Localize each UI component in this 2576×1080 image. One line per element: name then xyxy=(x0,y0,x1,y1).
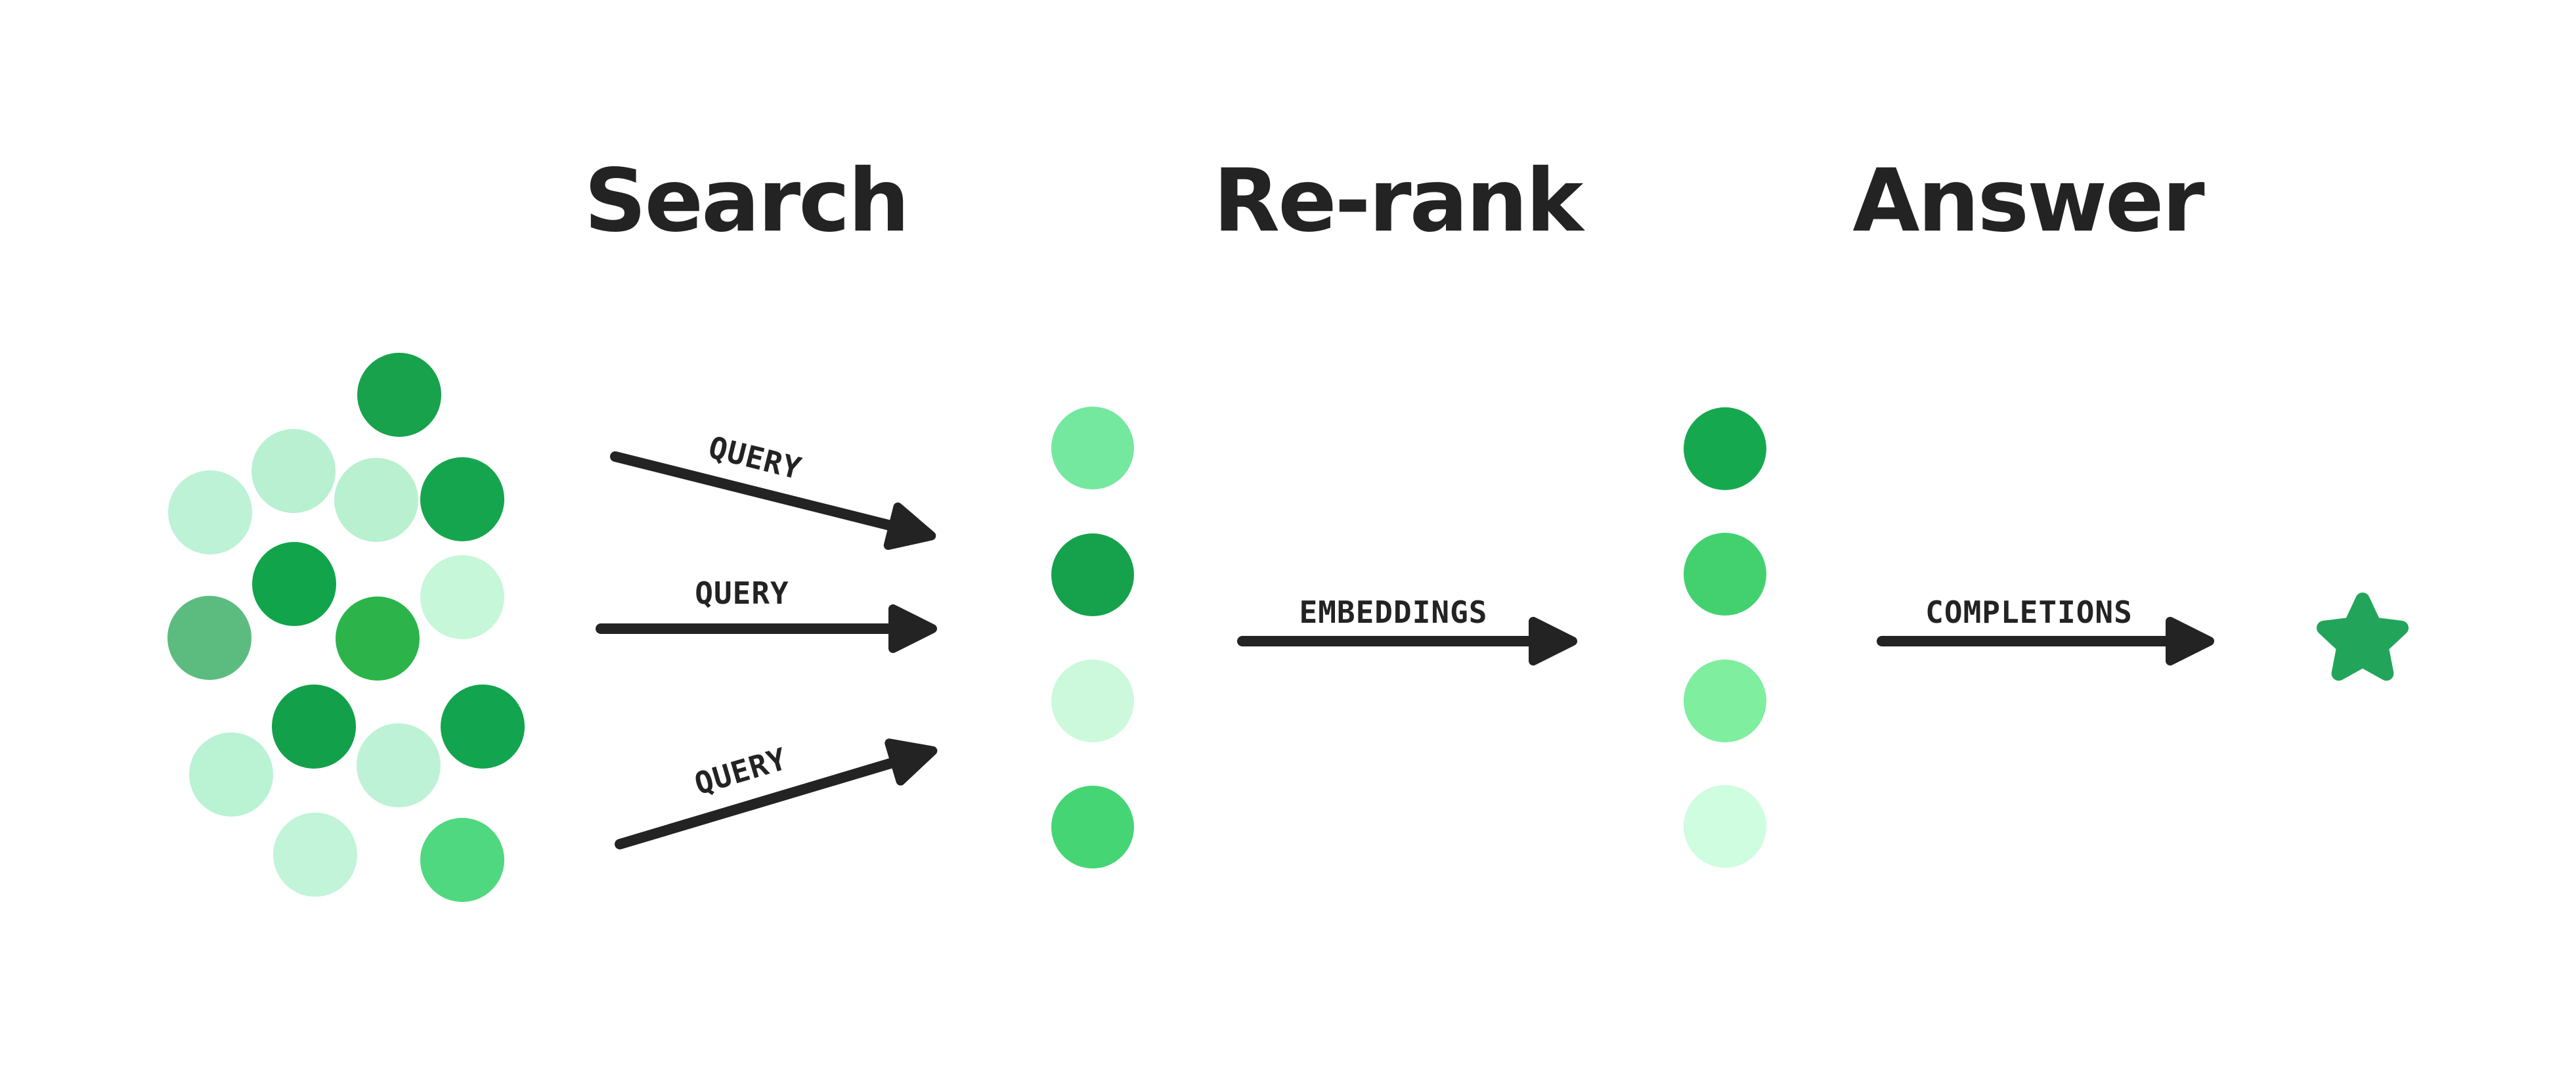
embeddings-label: EMBEDDINGS xyxy=(1299,595,1488,630)
query-label-middle: QUERY xyxy=(695,575,789,611)
stage-title-answer: Answer xyxy=(1852,150,2204,252)
completions-label: COMPLETIONS xyxy=(1925,595,2133,630)
stage-title-re-rank: Re-rank xyxy=(1213,150,1584,252)
stage-title-search: Search xyxy=(584,150,910,252)
flow-arrows xyxy=(596,451,2214,849)
search-results-column xyxy=(1051,407,1134,868)
answer-star-icon xyxy=(2317,593,2409,681)
reranked-column xyxy=(1684,407,1766,868)
document-cluster xyxy=(167,353,525,902)
